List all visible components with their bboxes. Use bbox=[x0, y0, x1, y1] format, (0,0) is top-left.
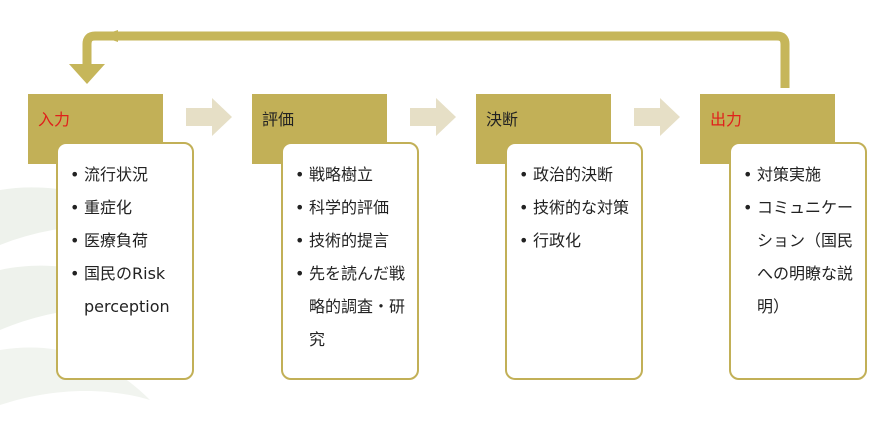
list-item: 医療負荷 bbox=[70, 224, 184, 257]
stage-title: 評価 bbox=[262, 110, 295, 129]
list-item: 重症化 bbox=[70, 191, 184, 224]
item-list: 戦略樹立 科学的評価 技術的提言 先を読んだ戦略的調査・研究 bbox=[295, 158, 409, 356]
item-list: 政治的決断 技術的な対策 行政化 bbox=[519, 158, 633, 257]
list-item: 技術的提言 bbox=[295, 224, 409, 257]
item-list: 流行状況 重症化 医療負荷 国民のRisk perception bbox=[70, 158, 184, 323]
flow-arrow-1 bbox=[186, 98, 232, 136]
list-item: 流行状況 bbox=[70, 158, 184, 191]
list-item: 行政化 bbox=[519, 224, 633, 257]
stage-card-decision: 政治的決断 技術的な対策 行政化 bbox=[505, 142, 643, 380]
list-item: 科学的評価 bbox=[295, 191, 409, 224]
stage-title: 決断 bbox=[486, 110, 519, 129]
list-item: 先を読んだ戦略的調査・研究 bbox=[295, 257, 409, 356]
item-list: 対策実施 コミュニケーション（国民への明瞭な説明） bbox=[743, 158, 857, 323]
flow-arrow-2 bbox=[410, 98, 456, 136]
list-item: 戦略樹立 bbox=[295, 158, 409, 191]
stage-card-output: 対策実施 コミュニケーション（国民への明瞭な説明） bbox=[729, 142, 867, 380]
list-item: 対策実施 bbox=[743, 158, 857, 191]
stage-card-evaluation: 戦略樹立 科学的評価 技術的提言 先を読んだ戦略的調査・研究 bbox=[281, 142, 419, 380]
list-item: 国民のRisk perception bbox=[70, 257, 184, 323]
list-item: 技術的な対策 bbox=[519, 191, 633, 224]
stage-card-input: 流行状況 重症化 医療負荷 国民のRisk perception bbox=[56, 142, 194, 380]
list-item: 政治的決断 bbox=[519, 158, 633, 191]
flow-arrow-3 bbox=[634, 98, 680, 136]
stage-title: 入力 bbox=[38, 110, 71, 129]
stage-title: 出力 bbox=[710, 110, 743, 129]
list-item: コミュニケーション（国民への明瞭な説明） bbox=[743, 191, 857, 323]
